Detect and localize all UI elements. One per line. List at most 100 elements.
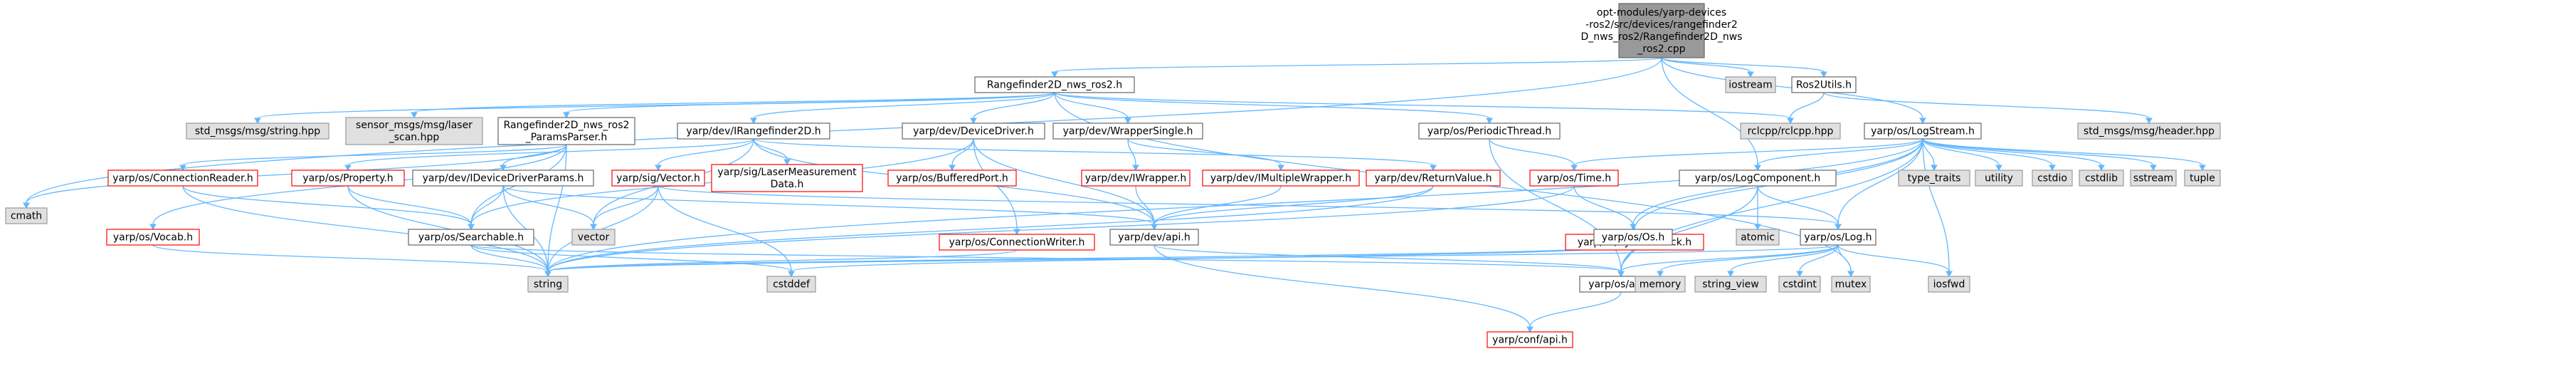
edge-rf_h-to-laser xyxy=(411,92,1055,119)
node-cstdio[interactable]: cstdio xyxy=(2032,170,2073,187)
node-utility[interactable]: utility xyxy=(1975,170,2023,187)
node-iostream[interactable]: iostream xyxy=(1725,76,1776,93)
node-vocab[interactable]: yarp/os/Vocab.h xyxy=(106,229,200,246)
node-wrapsingle[interactable]: yarp/dev/WrapperSingle.h xyxy=(1052,122,1203,140)
node-rclcpp[interactable]: rclcpp/rclcpp.hpp xyxy=(1740,122,1841,140)
node-osos[interactable]: yarp/os/Os.h xyxy=(1593,229,1673,246)
node-params[interactable]: Rangefinder2D_nws_ros2_ParamsParser.h xyxy=(497,117,635,145)
node-iwrapper[interactable]: yarp/dev/IWrapper.h xyxy=(1081,170,1191,187)
edge-arrowhead xyxy=(1820,71,1827,78)
edge-rf_h-to-devdriver xyxy=(970,92,1055,125)
node-label-line: yarp/dev/IDeviceDriverParams.h xyxy=(423,173,584,184)
node-box xyxy=(5,207,48,224)
edge-arrowhead xyxy=(2199,165,2206,172)
node-logstream[interactable]: yarp/os/LogStream.h xyxy=(1864,122,1982,140)
node-sstream[interactable]: sstream xyxy=(2130,170,2177,187)
node-logcomp[interactable]: yarp/os/LogComponent.h xyxy=(1679,170,1837,187)
edge-rf_h-to-periodic xyxy=(1054,92,1493,125)
edge-idevparams-to-searchable xyxy=(468,185,504,231)
edge-logcomp-to-atomic xyxy=(1754,185,1761,231)
node-label-line: std_msgs/msg/string.hpp xyxy=(195,126,320,137)
node-atomic[interactable]: atomic xyxy=(1736,229,1780,246)
node-cmath[interactable]: cmath xyxy=(5,207,48,224)
node-box xyxy=(1898,170,1970,187)
edge-logstream-to-string xyxy=(544,138,1923,278)
edge-line xyxy=(1799,244,1839,272)
node-connwriter[interactable]: yarp/os/ConnectionWriter.h xyxy=(939,234,1095,251)
edge-arrowhead xyxy=(788,271,795,278)
node-retval[interactable]: yarp/dev/ReturnValue.h xyxy=(1366,170,1501,187)
node-oslog[interactable]: yarp/os/Log.h xyxy=(1800,229,1876,246)
edge-arrowhead xyxy=(563,112,570,119)
node-label-line: yarp/dev/api.h xyxy=(1118,232,1190,244)
node-vector[interactable]: vector xyxy=(571,229,616,246)
edge-arrowhead xyxy=(1796,271,1803,278)
node-box xyxy=(2077,122,2221,140)
node-periodic[interactable]: yarp/os/PeriodicThread.h xyxy=(1418,122,1561,140)
node-box xyxy=(107,170,258,187)
edge-line xyxy=(1127,138,1136,166)
edge-line xyxy=(1154,185,1282,225)
edge-arrowhead xyxy=(1132,165,1139,172)
edge-arrowhead xyxy=(1526,326,1534,333)
node-label-line: yarp/dev/ReturnValue.h xyxy=(1375,173,1492,184)
node-box xyxy=(766,276,816,293)
edge-ostime-to-sysclock xyxy=(1573,185,1638,236)
node-tuple[interactable]: tuple xyxy=(2184,170,2221,187)
node-label-line: _ParamsParser.h xyxy=(525,132,608,143)
node-label-line: yarp/sig/Vector.h xyxy=(616,173,700,184)
node-confapi[interactable]: yarp/conf/api.h xyxy=(1487,331,1573,348)
edge-arrowhead xyxy=(23,202,30,209)
node-idevparams[interactable]: yarp/dev/IDeviceDriverParams.h xyxy=(412,170,594,187)
node-std-string[interactable]: std_msgs/msg/string.hpp xyxy=(186,122,329,140)
edge-irf-to-retval xyxy=(753,138,1437,172)
node-label-line: sensor_msgs/msg/laser xyxy=(356,120,473,131)
edge-irf-to-property xyxy=(344,138,754,172)
node-searchable[interactable]: yarp/os/Searchable.h xyxy=(408,229,534,246)
edge-arrowhead xyxy=(1747,71,1754,78)
node-mutex[interactable]: mutex xyxy=(1831,276,1871,293)
node-cstdint[interactable]: cstdint xyxy=(1778,276,1821,293)
edge-connreader-to-searchable xyxy=(182,185,475,231)
edge-params-to-idevparams xyxy=(500,144,567,172)
node-box xyxy=(2079,170,2124,187)
node-label-line: yarp/os/Os.h xyxy=(1602,232,1664,244)
node-ros2utils[interactable]: Ros2Utils.h xyxy=(1791,76,1857,93)
node-memory[interactable]: memory xyxy=(1635,276,1686,293)
node-irf[interactable]: yarp/dev/IRangefinder2D.h xyxy=(677,122,830,140)
node-label-line: memory xyxy=(1640,279,1682,291)
edge-arrowhead xyxy=(1946,271,1953,278)
edge-oslog-to-mutex xyxy=(1837,244,1854,278)
node-connreader[interactable]: yarp/os/ConnectionReader.h xyxy=(107,170,258,187)
edge-arrowhead xyxy=(590,224,597,231)
node-imultiwrap[interactable]: yarp/dev/IMultipleWrapper.h xyxy=(1202,170,1360,187)
node-devapi[interactable]: yarp/dev/api.h xyxy=(1109,229,1199,246)
node-devdriver[interactable]: yarp/dev/DeviceDriver.h xyxy=(902,122,1045,140)
node-property[interactable]: yarp/os/Property.h xyxy=(291,170,405,187)
node-box xyxy=(1694,276,1767,293)
node-type-traits[interactable]: type_traits xyxy=(1898,170,1970,187)
node-rf-h[interactable]: Rangefinder2D_nws_ros2.h xyxy=(974,76,1135,93)
node-header[interactable]: std_msgs/msg/header.hpp xyxy=(2077,122,2221,140)
node-cstddef[interactable]: cstddef xyxy=(766,276,816,293)
node-box xyxy=(1052,122,1203,140)
edge-line xyxy=(547,185,1434,272)
node-string[interactable]: string xyxy=(527,276,569,293)
node-label-line: yarp/os/PeriodicThread.h xyxy=(1427,126,1551,137)
node-ostime[interactable]: yarp/os/Time.h xyxy=(1529,170,1619,187)
node-buffport[interactable]: yarp/os/BufferedPort.h xyxy=(887,170,1017,187)
node-string-view[interactable]: string_view xyxy=(1694,276,1767,293)
node-box xyxy=(2184,170,2221,187)
edge-arrowhead xyxy=(254,118,261,125)
edge-line xyxy=(547,244,1839,272)
edge-line xyxy=(1922,138,1950,272)
node-box xyxy=(291,170,405,187)
node-cstdlib[interactable]: cstdlib xyxy=(2079,170,2124,187)
node-laser[interactable]: sensor_msgs/msg/laser_scan.hpp xyxy=(345,117,483,145)
node-sigvector[interactable]: yarp/sig/Vector.h xyxy=(611,170,705,187)
node-iosfwd[interactable]: iosfwd xyxy=(1928,276,1970,293)
edge-vocab-to-string xyxy=(152,244,551,278)
node-label-line: Ros2Utils.h xyxy=(1796,80,1852,91)
node-box xyxy=(1593,229,1673,246)
